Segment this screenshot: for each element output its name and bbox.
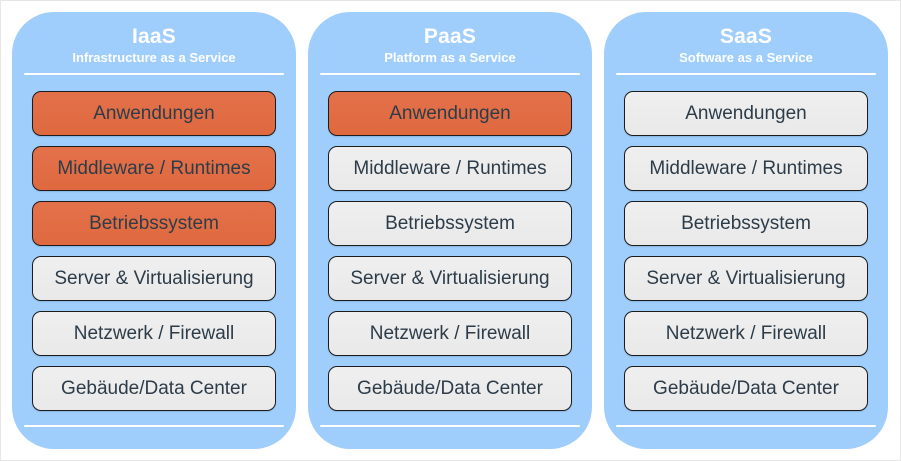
layer-box-betriebssystem: Betriebssystem	[624, 201, 868, 246]
layer-box-netzwerk-firewall: Netzwerk / Firewall	[328, 311, 572, 356]
layer-box-betriebssystem: Betriebssystem	[328, 201, 572, 246]
layer-box-anwendungen: Anwendungen	[624, 91, 868, 136]
layer-box-server-virtualisierung: Server & Virtualisierung	[624, 256, 868, 301]
column-title: SaaS	[719, 25, 773, 48]
layer-box-netzwerk-firewall: Netzwerk / Firewall	[624, 311, 868, 356]
layer-box-anwendungen: Anwendungen	[328, 91, 572, 136]
column-subtitle: Infrastructure as a Service	[72, 50, 236, 65]
layer-box-gebaeude-data-center: Gebäude/Data Center	[328, 366, 572, 411]
footer-divider	[616, 425, 876, 427]
header-divider	[320, 73, 580, 75]
header-divider	[616, 73, 876, 75]
column-subtitle: Software as a Service	[679, 50, 813, 65]
column-subtitle: Platform as a Service	[384, 50, 516, 65]
layer-box-anwendungen: Anwendungen	[32, 91, 276, 136]
column-paas: PaaS Platform as a Service Anwendungen M…	[308, 12, 592, 449]
footer-divider	[24, 425, 284, 427]
layer-stack: Anwendungen Middleware / Runtimes Betrie…	[328, 91, 572, 411]
layer-box-netzwerk-firewall: Netzwerk / Firewall	[32, 311, 276, 356]
layer-box-gebaeude-data-center: Gebäude/Data Center	[624, 366, 868, 411]
column-title: PaaS	[423, 25, 477, 48]
layer-stack: Anwendungen Middleware / Runtimes Betrie…	[32, 91, 276, 411]
column-iaas: IaaS Infrastructure as a Service Anwendu…	[12, 12, 296, 449]
footer-divider	[320, 425, 580, 427]
layer-box-server-virtualisierung: Server & Virtualisierung	[32, 256, 276, 301]
layer-stack: Anwendungen Middleware / Runtimes Betrie…	[624, 91, 868, 411]
column-title: IaaS	[132, 25, 176, 48]
layer-box-middleware-runtimes: Middleware / Runtimes	[32, 146, 276, 191]
layer-box-server-virtualisierung: Server & Virtualisierung	[328, 256, 572, 301]
header-divider	[24, 73, 284, 75]
column-saas: SaaS Software as a Service Anwendungen M…	[604, 12, 888, 449]
layer-box-middleware-runtimes: Middleware / Runtimes	[328, 146, 572, 191]
layer-box-betriebssystem: Betriebssystem	[32, 201, 276, 246]
layer-box-gebaeude-data-center: Gebäude/Data Center	[32, 366, 276, 411]
layer-box-middleware-runtimes: Middleware / Runtimes	[624, 146, 868, 191]
